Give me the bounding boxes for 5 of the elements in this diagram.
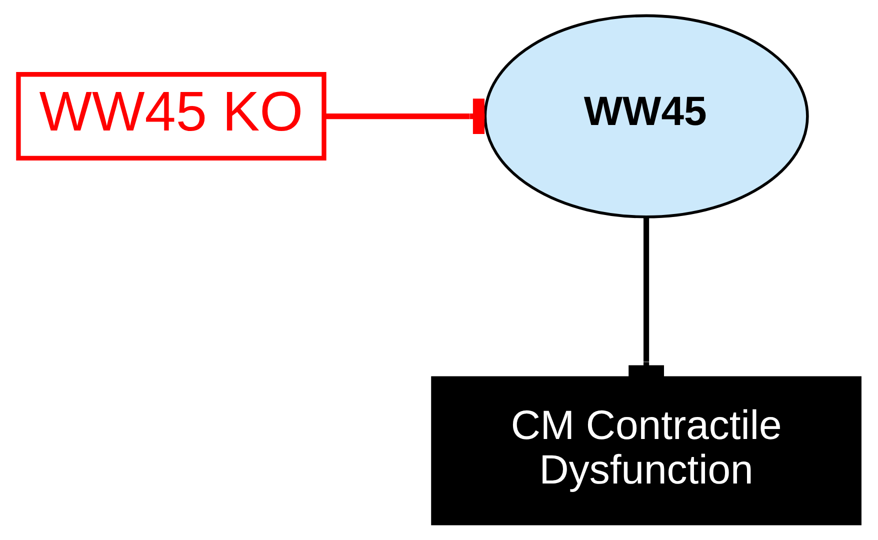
connector <box>324 98 484 134</box>
node-box: CM Contractile Dysfunction <box>430 376 861 526</box>
node-box: WW45 KO <box>16 72 326 161</box>
connector <box>628 217 664 378</box>
node-ellipse: WW45 <box>483 14 808 218</box>
